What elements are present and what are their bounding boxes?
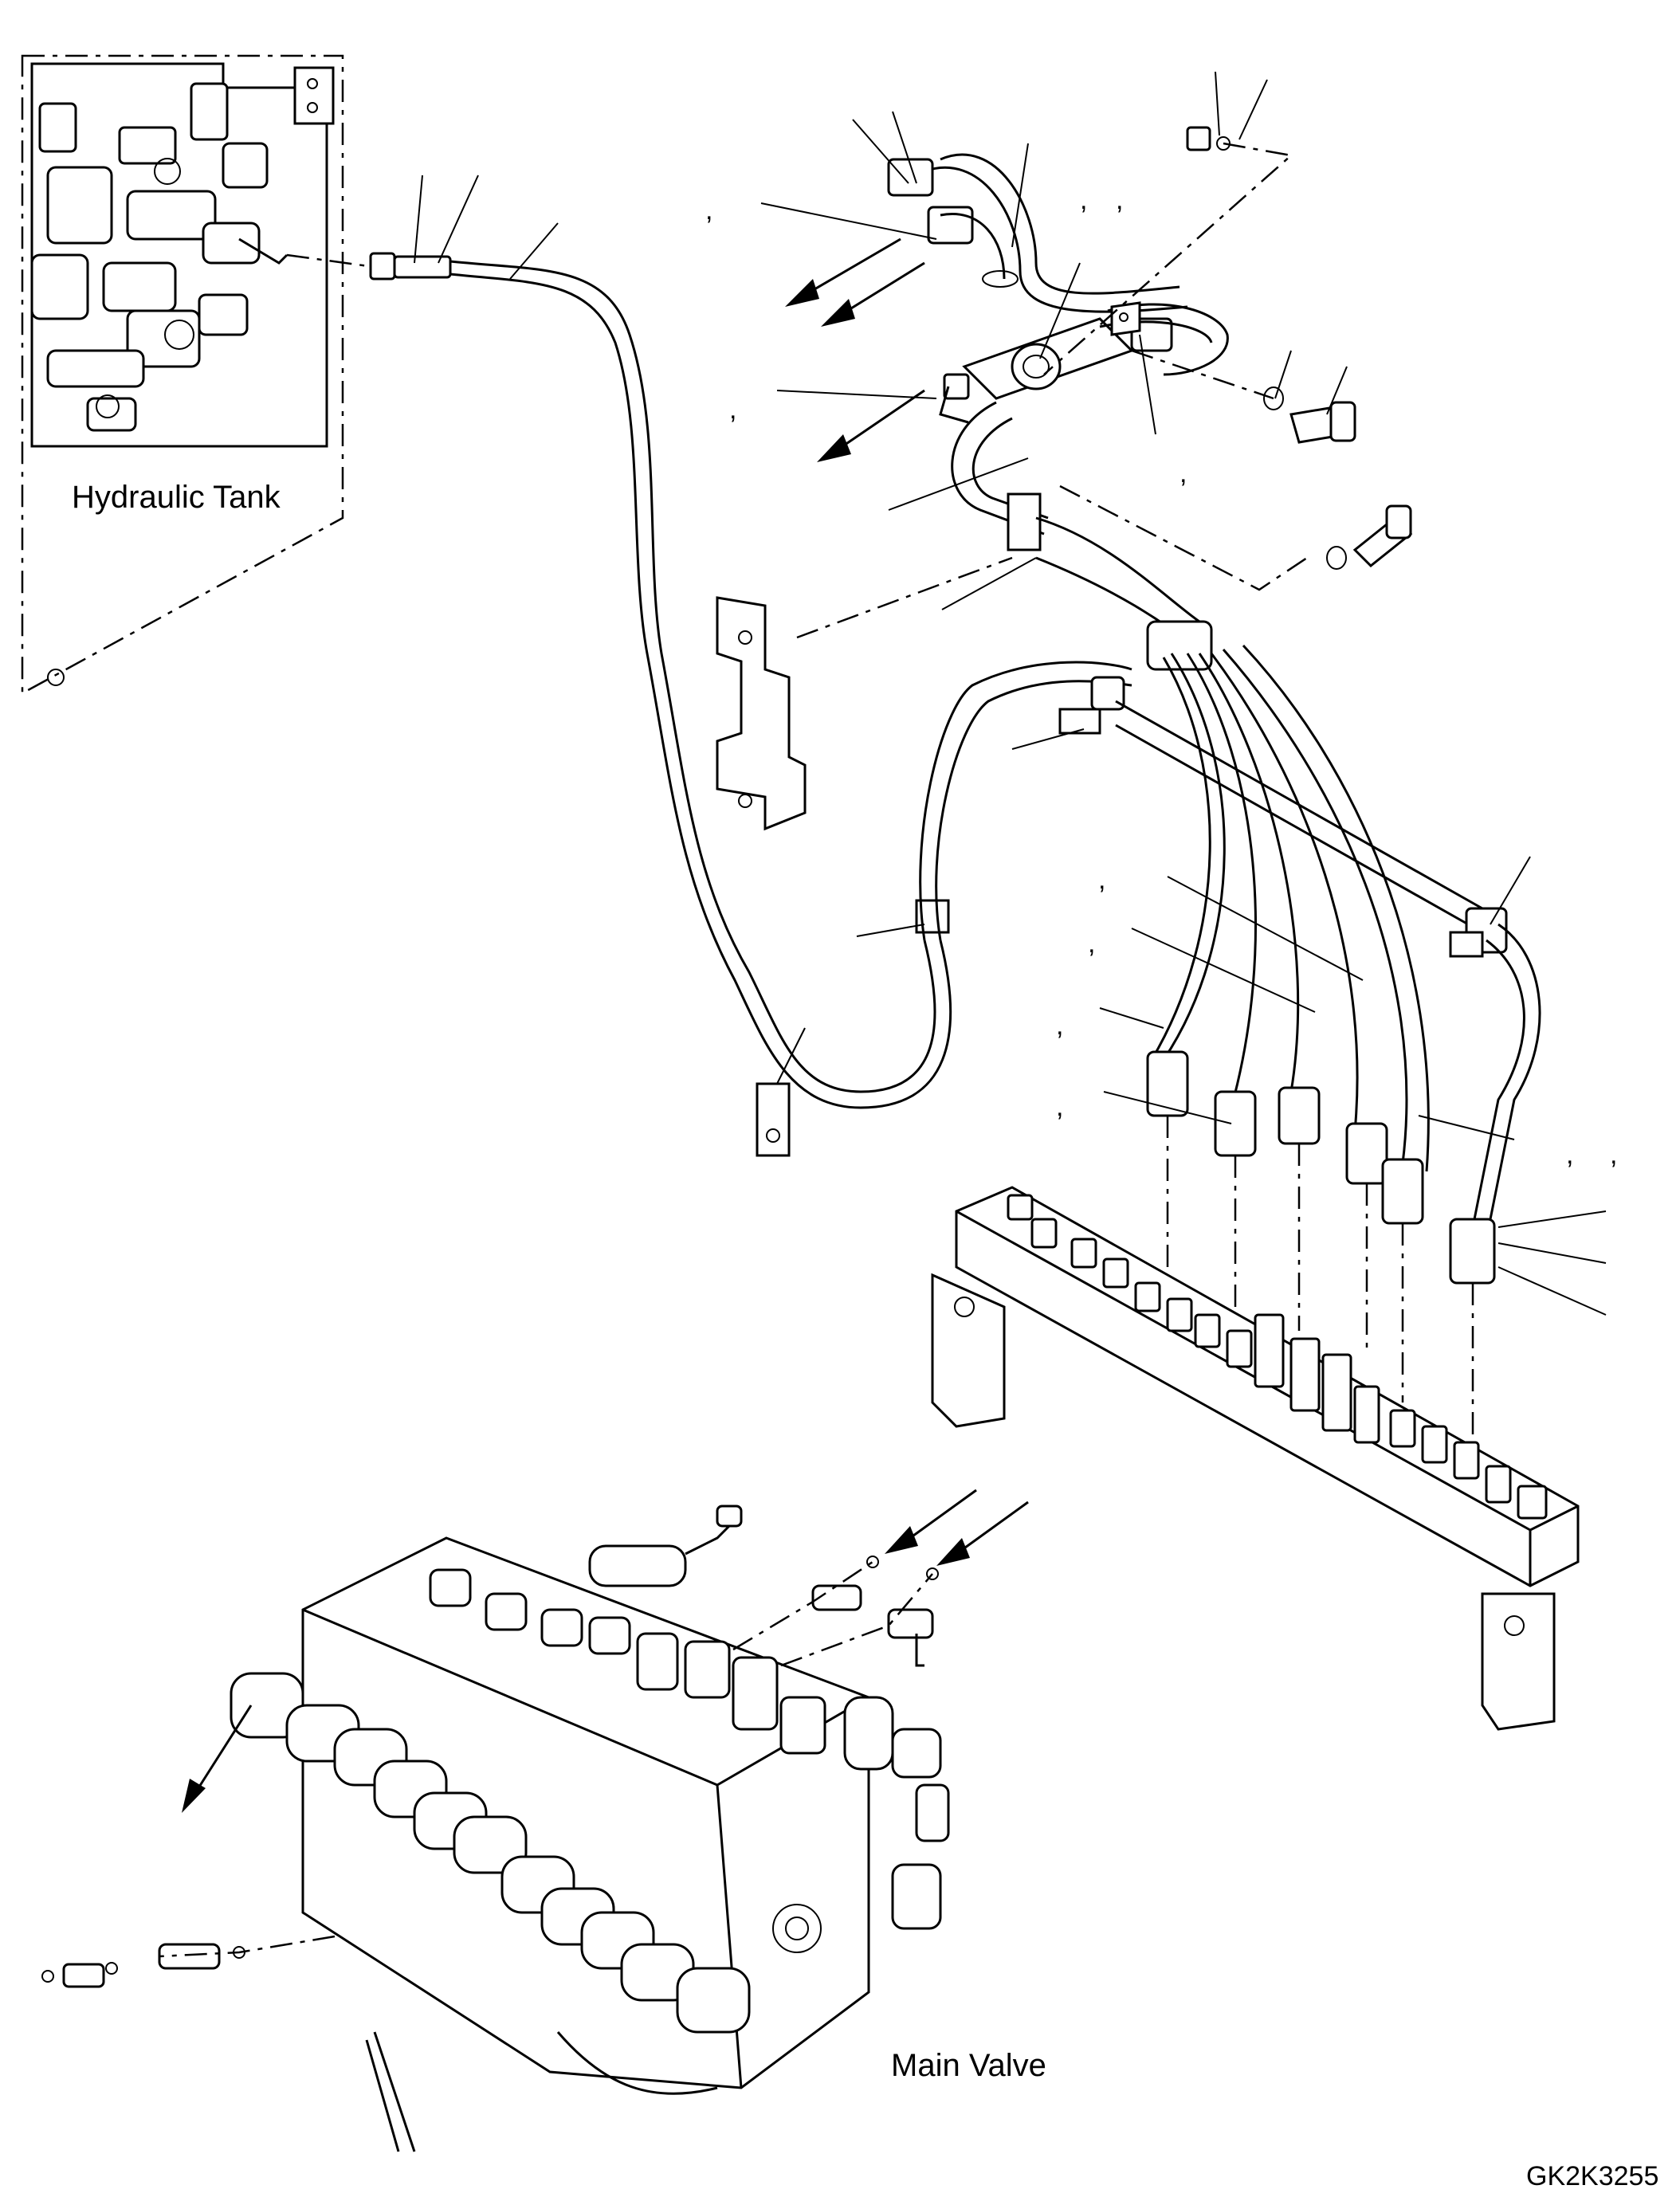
callout-comma: , bbox=[1566, 1140, 1574, 1170]
main-valve-label: Main Valve bbox=[891, 2048, 1046, 2083]
callout-comma: , bbox=[705, 195, 713, 226]
callout-comma: , bbox=[1610, 1140, 1618, 1170]
manifold-block bbox=[931, 1186, 1580, 1731]
valve-side-fittings bbox=[41, 1556, 939, 1988]
callout-comma: , bbox=[1056, 1010, 1064, 1041]
callout-comma: , bbox=[1088, 928, 1096, 959]
upper-hose-assembly bbox=[887, 126, 1413, 655]
callout-comma: , bbox=[1116, 185, 1124, 215]
hose-bundle bbox=[919, 620, 1541, 1220]
callout-comma: , bbox=[729, 394, 737, 425]
callout-comma: , bbox=[1098, 865, 1106, 895]
callout-comma: , bbox=[1180, 458, 1187, 488]
connector-ends bbox=[1146, 1050, 1496, 1285]
main-valve bbox=[230, 1505, 950, 2152]
tank-return-hose bbox=[369, 252, 952, 1157]
leader-lines bbox=[760, 71, 1607, 1316]
callout-comma: , bbox=[1056, 1092, 1064, 1122]
hydraulic-tank-label: Hydraulic Tank bbox=[72, 480, 281, 515]
hydraulic-tank bbox=[21, 54, 344, 696]
figure-code: GK2K3255 bbox=[1526, 2161, 1659, 2191]
callout-comma: , bbox=[1080, 185, 1088, 215]
direction-arrows bbox=[182, 237, 1029, 1813]
mounting-bracket bbox=[716, 596, 807, 831]
